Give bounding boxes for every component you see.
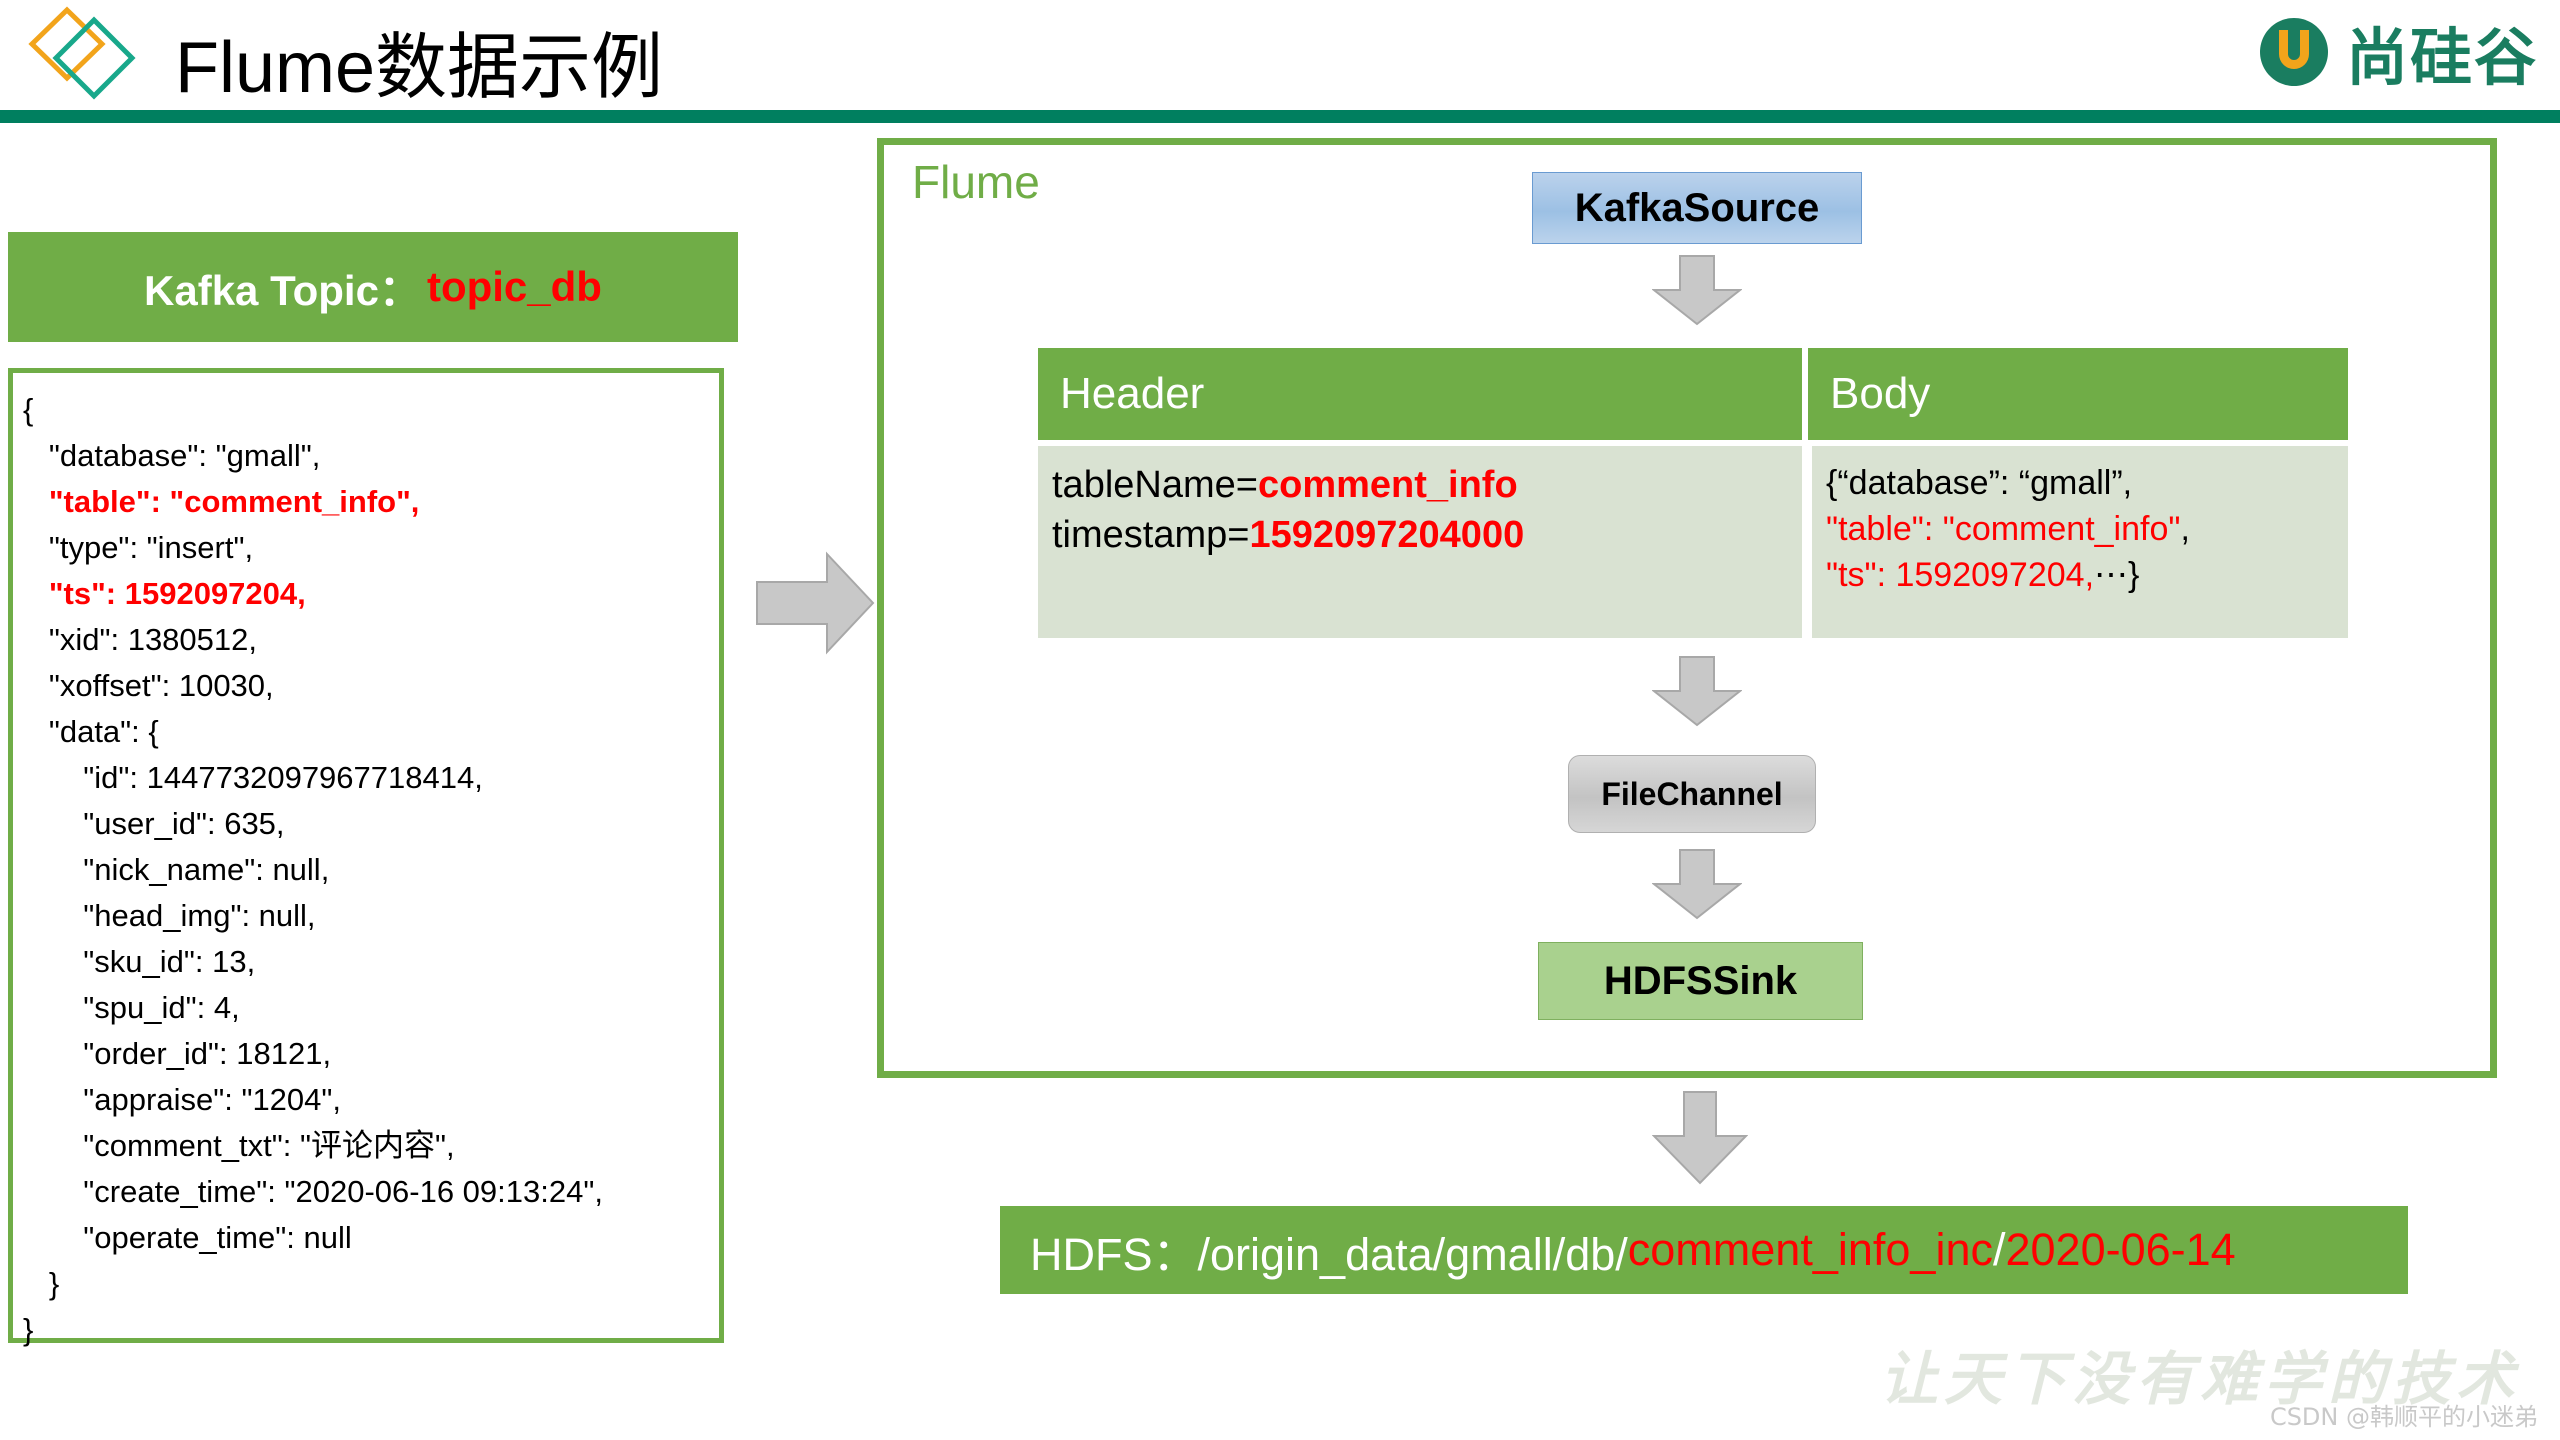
- kafka-topic-bar: Kafka Topic： topic_db: [8, 232, 738, 342]
- json-line: "table": "comment_info",: [23, 484, 420, 519]
- hdfs-path-partition: 2020-06-14: [2005, 1224, 2236, 1275]
- json-line: "database": "gmall",: [23, 438, 321, 473]
- body-line-2: "table": "comment_info",: [1826, 506, 2348, 552]
- header-timestamp-line: timestamp=1592097204000: [1052, 510, 1802, 560]
- body-cell: {“database”: “gmall”, "table": "comment_…: [1808, 446, 2348, 638]
- hdfs-sink-label: HDFSSink: [1603, 958, 1798, 1003]
- body-column-title: Body: [1830, 369, 1931, 418]
- event-header-body-table: Header Body tableName=comment_info times…: [1038, 348, 2348, 638]
- slogan-watermark: 让天下没有难学的技术: [1880, 1345, 2521, 1413]
- kafka-message-json-box: { "database": "gmall", "table": "comment…: [8, 368, 724, 1347]
- hdfs-path-table-dir: comment_info_inc: [1627, 1224, 1993, 1275]
- json-line: "create_time": "2020-06-16 09:13:24",: [23, 1174, 603, 1209]
- kafka-source-node[interactable]: KafkaSource: [1532, 172, 1862, 244]
- json-line: "comment_txt": "评论内容",: [23, 1128, 455, 1163]
- header-timestamp-key: timestamp=: [1052, 514, 1250, 556]
- json-line: "sku_id": 13,: [23, 944, 256, 979]
- diamond-logo-icon: [22, 6, 152, 106]
- table-column-header-header: Header: [1038, 348, 1802, 440]
- json-line: "xoffset": 10030,: [23, 668, 274, 703]
- header-timestamp-value: 1592097204000: [1249, 514, 1525, 556]
- body-line-2-red: "table": "comment_info": [1826, 510, 2181, 548]
- json-line: "head_img": null,: [23, 898, 316, 933]
- json-line: "spu_id": 4,: [23, 990, 240, 1025]
- hdfs-path-prefix: HDFS：/origin_data/gmall/db/: [1030, 1228, 1628, 1280]
- arrow-down-icon-flume-to-hdfs: [1651, 1090, 1749, 1185]
- page-title: Flume数据示例: [175, 28, 664, 108]
- json-line: "appraise": "1204",: [23, 1082, 342, 1117]
- brand-logo: 尚硅谷: [2256, 8, 2538, 96]
- arrow-right-icon: [755, 548, 875, 658]
- arrow-down-icon-channel-to-sink: [1651, 848, 1743, 920]
- hdfs-path-separator: /: [1992, 1224, 2006, 1275]
- kafka-topic-panel: Kafka Topic： topic_db: [8, 232, 738, 342]
- kafka-topic-label: Kafka Topic：: [144, 266, 421, 314]
- json-line: "nick_name": null,: [23, 852, 330, 887]
- file-channel-label: FileChannel: [1601, 775, 1783, 812]
- header-column-title: Header: [1060, 369, 1205, 418]
- json-line: "id": 1447732097967718414,: [23, 760, 483, 795]
- header-cell: tableName=comment_info timestamp=1592097…: [1038, 446, 1802, 638]
- header-divider: [0, 110, 2560, 123]
- kafka-source-label: KafkaSource: [1574, 185, 1820, 230]
- header-tablename-value: comment_info: [1257, 464, 1518, 506]
- json-line: "order_id": 18121,: [23, 1036, 332, 1071]
- body-line-3-tail: ⋯}: [2094, 556, 2140, 594]
- file-channel-node[interactable]: FileChannel: [1568, 755, 1816, 833]
- json-line: "operate_time": null: [23, 1220, 352, 1255]
- atguigu-u-icon: [2256, 14, 2332, 90]
- csdn-credit-watermark: CSDN @韩顺平的小迷弟: [2269, 1403, 2538, 1431]
- body-line-2-tail: ,: [2180, 510, 2190, 548]
- json-line: }: [23, 1266, 60, 1301]
- body-line-1: {“database”: “gmall”,: [1826, 464, 2133, 502]
- table-column-header-body: Body: [1808, 348, 2348, 440]
- page-header: Flume数据示例 尚硅谷: [0, 0, 2560, 123]
- kafka-topic-value: topic_db: [426, 263, 602, 310]
- header-tablename-key: tableName=: [1052, 464, 1258, 506]
- header-tablename-line: tableName=comment_info: [1052, 460, 1802, 510]
- flume-label: Flume: [912, 156, 1040, 208]
- hdfs-sink-node[interactable]: HDFSSink: [1538, 942, 1863, 1020]
- body-line-3-red: "ts": 1592097204,: [1826, 556, 2095, 594]
- json-line: {: [23, 392, 34, 427]
- brand-name: 尚硅谷: [2345, 21, 2538, 94]
- arrow-down-icon-table-to-channel: [1651, 655, 1743, 727]
- json-line: "type": "insert",: [23, 530, 254, 565]
- json-line: }: [23, 1312, 34, 1347]
- hdfs-path-bar: HDFS：/origin_data/gmall/db/comment_info_…: [1000, 1206, 2408, 1294]
- json-line: "user_id": 635,: [23, 806, 285, 841]
- json-line: "ts": 1592097204,: [23, 576, 306, 611]
- json-line: "xid": 1380512,: [23, 622, 257, 657]
- arrow-down-icon-source-to-table: [1651, 254, 1743, 326]
- json-line: "data": {: [23, 714, 159, 749]
- body-line-3: "ts": 1592097204,⋯}: [1826, 552, 2348, 598]
